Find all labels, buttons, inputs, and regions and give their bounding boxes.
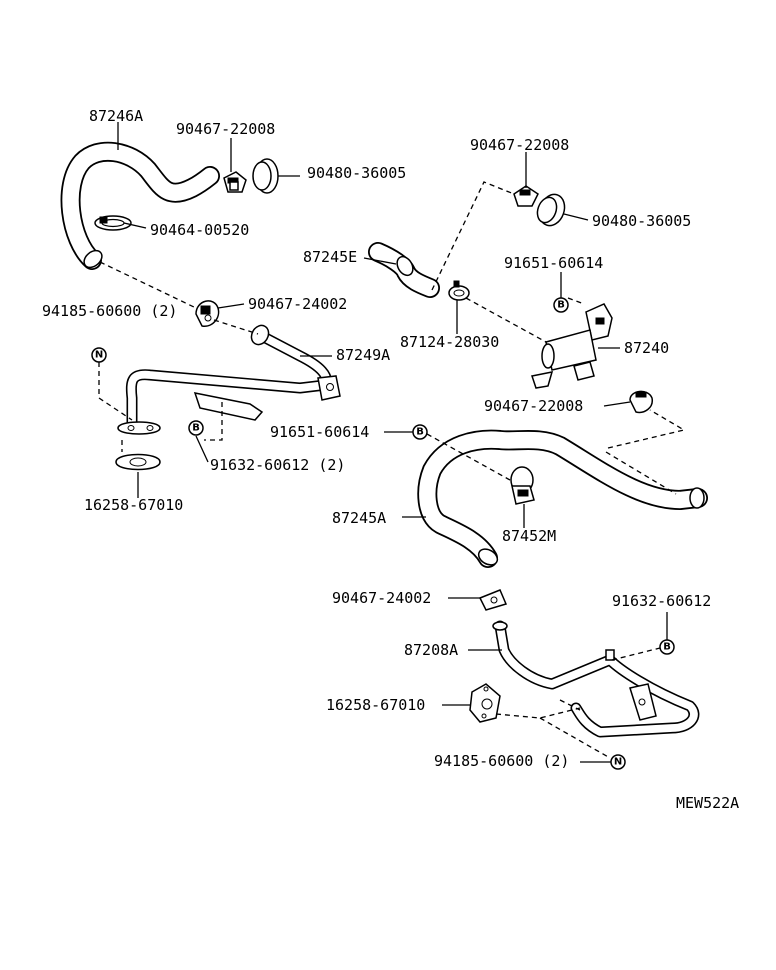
- gasket-16258-lower: [469, 683, 501, 723]
- label-87246a: 87246A: [89, 107, 143, 125]
- label-87240: 87240: [624, 339, 669, 357]
- svg-text:N: N: [614, 757, 622, 768]
- label-90467-24002-upper: 90467-24002: [248, 295, 347, 313]
- diagram-code: MEW522A: [676, 794, 739, 812]
- label-91651-60614-lower: 91651-60614: [270, 423, 369, 441]
- label-91632-60612-lower: 91632-60612: [612, 592, 711, 610]
- label-91632-60612-upper: 91632-60612 (2): [210, 456, 345, 474]
- svg-text:B: B: [663, 642, 671, 653]
- svg-text:B: B: [557, 300, 565, 311]
- label-90467-22008-mid-right: 90467-22008: [484, 397, 583, 415]
- clip-90467-24002-lower: [478, 589, 508, 611]
- label-90480-36005-top-right: 90480-36005: [592, 212, 691, 230]
- nut-94185-lower: N: [610, 754, 626, 770]
- pipe-87208a: [492, 620, 700, 738]
- labels: 87246A 90467-22008 90480-36005 90464-005…: [42, 107, 739, 812]
- label-90467-22008-top-right: 90467-22008: [470, 136, 569, 154]
- hose-87246a: [60, 141, 220, 270]
- gasket-16258-upper: [115, 453, 161, 471]
- hose-87245a: [417, 429, 708, 568]
- dashed-guides: [98, 181, 686, 759]
- bolt-91632-lower: B: [659, 639, 675, 655]
- band-clamp-90464: [94, 215, 132, 231]
- grommet-90480-top-right: [536, 193, 566, 227]
- label-87452m: 87452M: [502, 527, 556, 545]
- clamp-90467-22008-mid-right: [629, 390, 653, 414]
- label-91651-60614-upper: 91651-60614: [504, 254, 603, 272]
- hose-87245e: [368, 242, 440, 298]
- bolt-91632-upper: B: [188, 420, 204, 436]
- bolt-91651-lower: B: [412, 424, 428, 440]
- label-87208a: 87208A: [404, 641, 458, 659]
- bolt-91651-upper: B: [553, 297, 569, 313]
- grommet-90480-top-left: [252, 158, 279, 194]
- svg-text:N: N: [95, 350, 103, 361]
- clip-87124-28030: [448, 280, 470, 301]
- label-87124-28030: 87124-28030: [400, 333, 499, 351]
- label-87249a: 87249A: [336, 346, 390, 364]
- svg-text:B: B: [192, 423, 200, 434]
- label-90464-00520: 90464-00520: [150, 221, 249, 239]
- label-94185-60600-lower: 94185-60600 (2): [434, 752, 569, 770]
- label-16258-67010-upper: 16258-67010: [84, 496, 183, 514]
- bracket-87452m: [510, 466, 535, 505]
- leader-lines: [117, 122, 668, 763]
- label-16258-67010-lower: 16258-67010: [326, 696, 425, 714]
- label-90480-36005-top-left: 90480-36005: [307, 164, 406, 182]
- clamp-90467-22008-top-left: [223, 171, 247, 193]
- label-90467-24002-lower: 90467-24002: [332, 589, 431, 607]
- label-94185-60600-upper: 94185-60600 (2): [42, 302, 177, 320]
- svg-text:B: B: [416, 427, 424, 438]
- valve-87240: [531, 303, 613, 389]
- pipe-87249a: [117, 324, 341, 435]
- label-90467-22008-top-left: 90467-22008: [176, 120, 275, 138]
- clip-90467-24002-upper: [195, 300, 220, 327]
- label-87245a: 87245A: [332, 509, 386, 527]
- label-87245e: 87245E: [303, 248, 357, 266]
- clamp-90467-22008-top-right: [513, 185, 539, 207]
- nut-94185-upper: N: [91, 347, 107, 363]
